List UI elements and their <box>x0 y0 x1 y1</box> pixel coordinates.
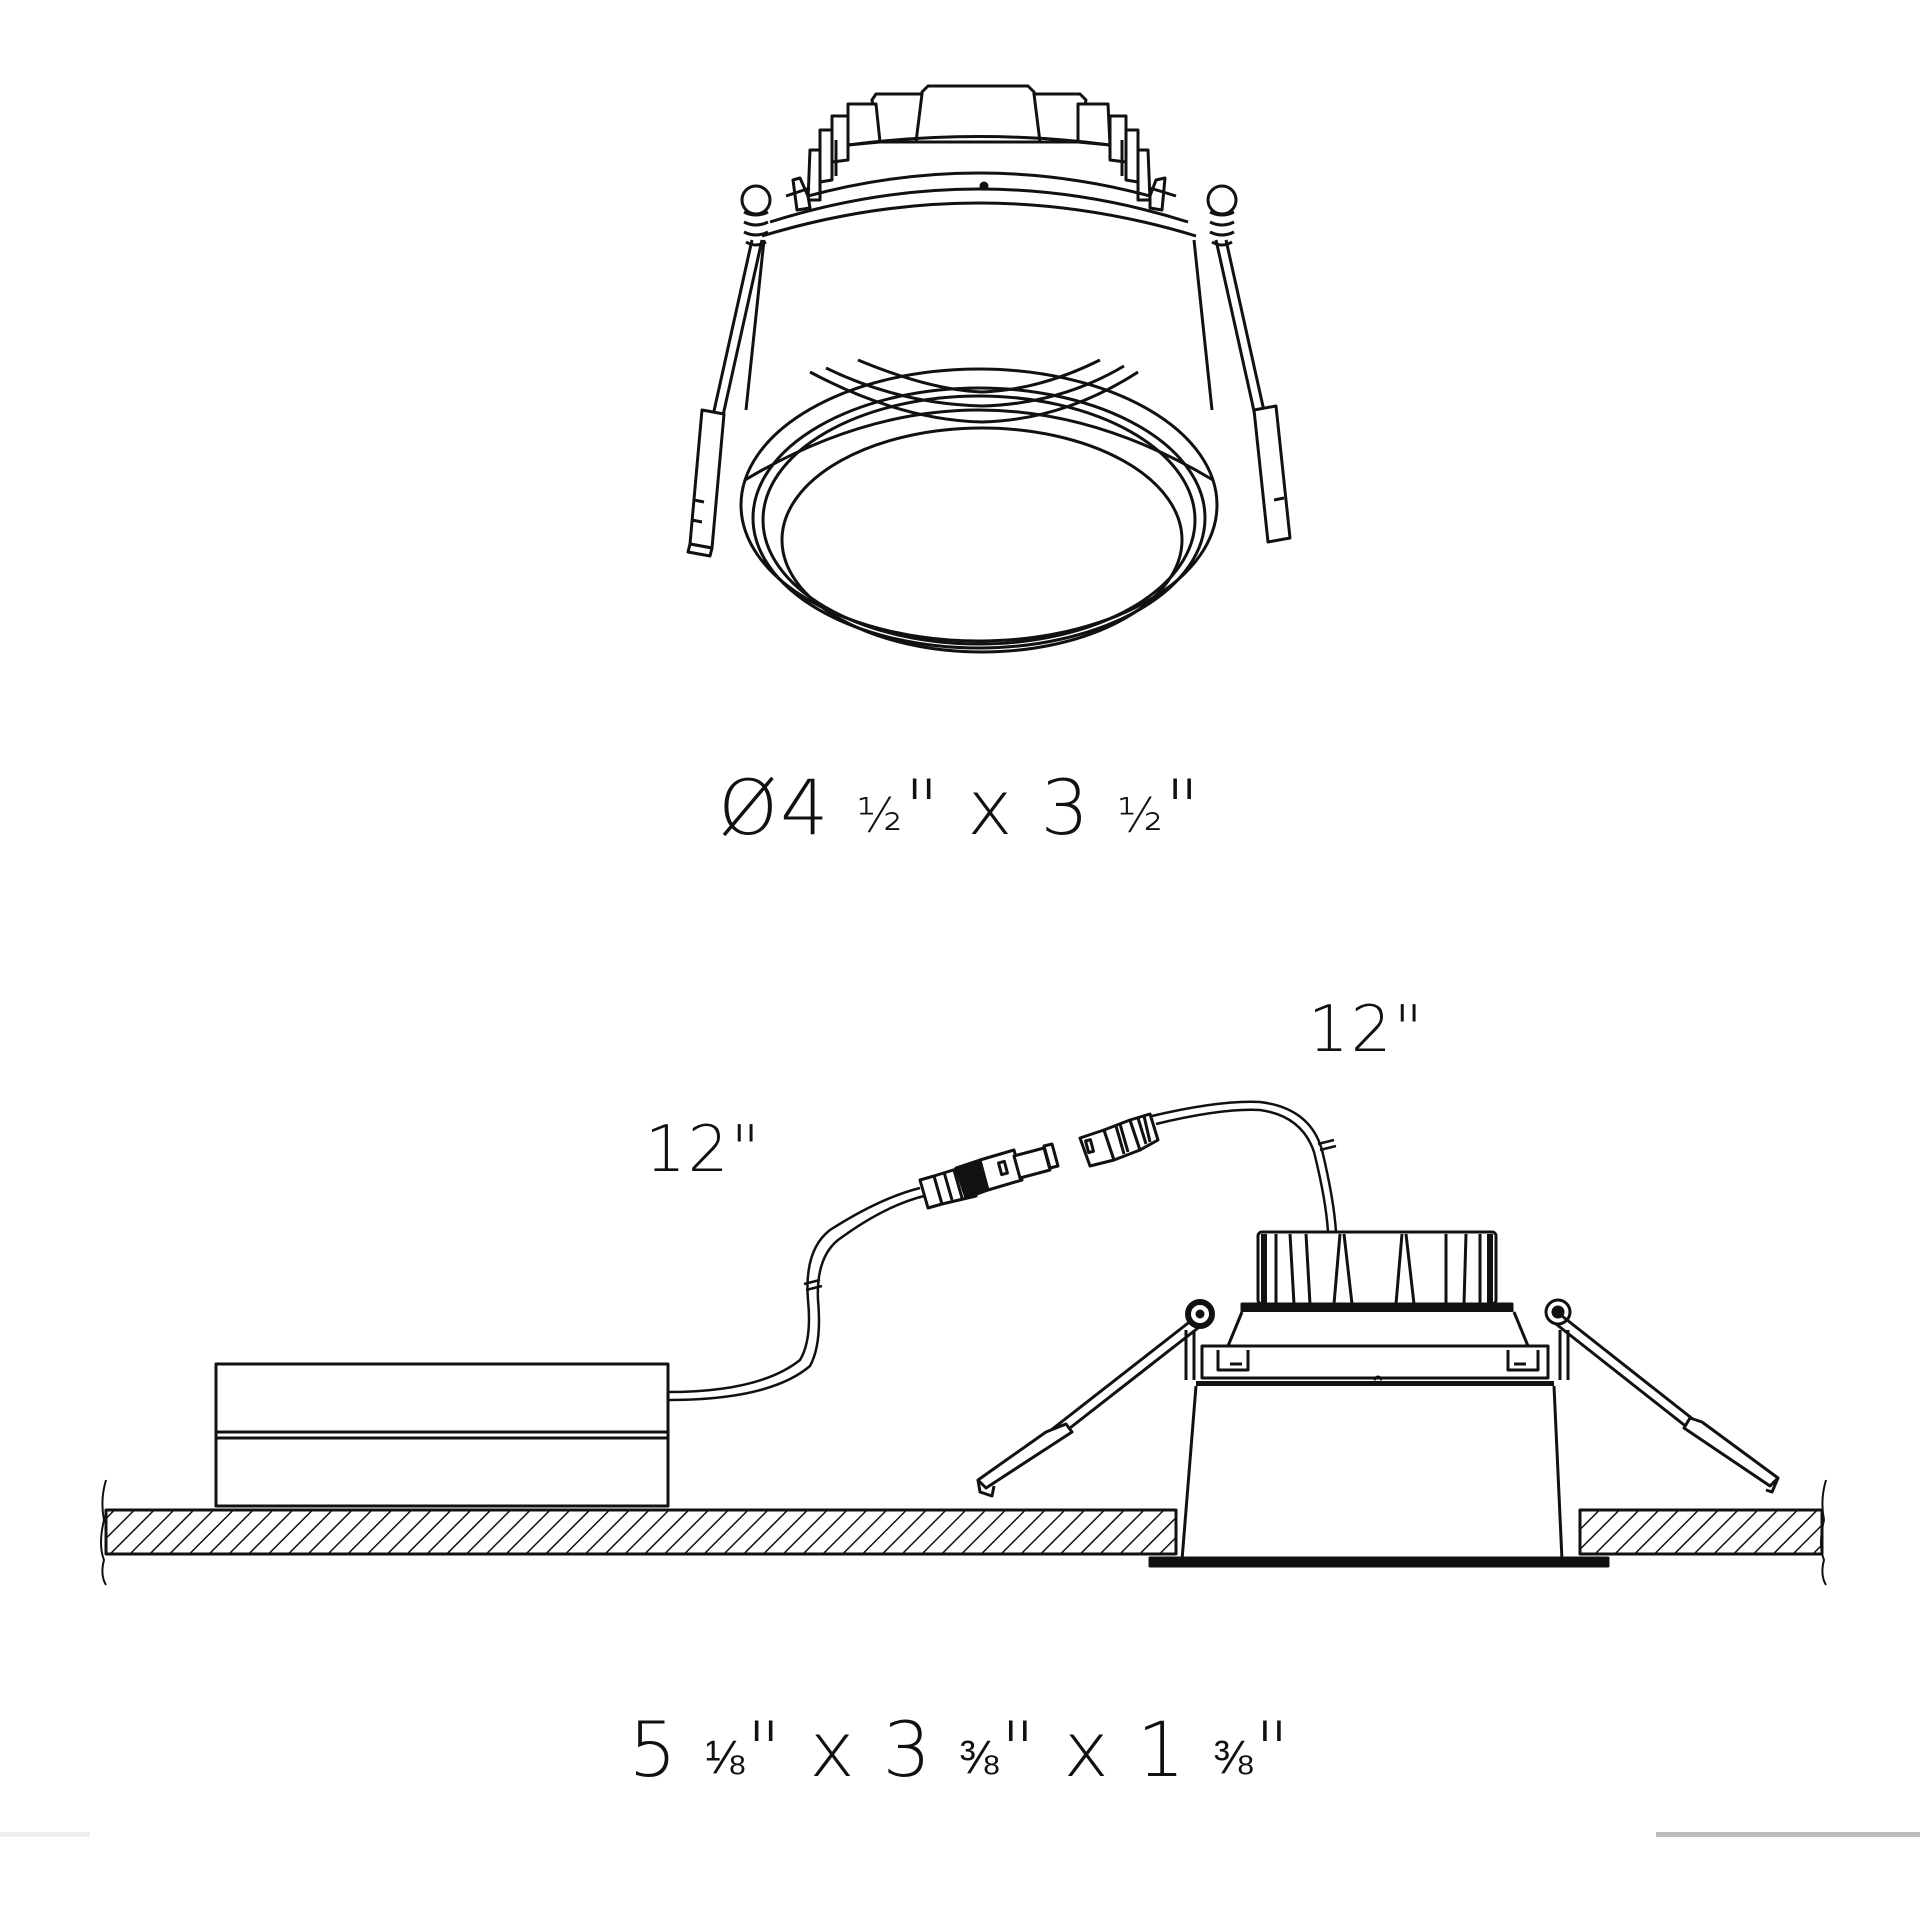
spring-clip-right-icon <box>1206 184 1292 544</box>
driver-dimensions-label: 5 ⅛" x 3 ⅜" x 1 ⅜" <box>0 1712 1920 1788</box>
edge-artifact-left <box>0 1832 90 1837</box>
driver-box-icon <box>214 1362 670 1508</box>
width-fraction: ⅜ <box>959 1730 1001 1786</box>
height-whole: 1 <box>1136 1705 1188 1794</box>
inch-mark: " <box>1164 763 1202 852</box>
spring-clip-side-right-icon <box>1544 1298 1780 1494</box>
height-fraction: ½ <box>1117 788 1165 844</box>
cable-length-fixture-side-label: 12" <box>1308 993 1425 1067</box>
heatsink-icon <box>806 84 1152 202</box>
height-fraction: ⅜ <box>1213 1730 1255 1786</box>
perspective-view <box>686 84 1292 654</box>
separator: x <box>1063 1705 1111 1794</box>
diameter-whole: 4 <box>780 763 831 852</box>
height-whole: 3 <box>1040 763 1091 852</box>
fixture-dimensions-label: Ø4 ½" x 3 ½" <box>0 770 1920 846</box>
cable-length-driver-side-label: 12" <box>645 1113 762 1187</box>
separator: x <box>967 763 1015 852</box>
trim-ring-icon <box>739 358 1219 654</box>
width-whole: 3 <box>882 1705 933 1794</box>
separator: x <box>809 1705 857 1794</box>
male-connector-icon <box>918 1142 1060 1210</box>
cable-fixture-side-icon <box>1151 1100 1338 1233</box>
spring-clip-left-icon <box>686 184 772 558</box>
length-whole: 5 <box>628 1705 679 1794</box>
length-fraction: ⅛ <box>705 1730 747 1786</box>
spring-clip-side-left-icon <box>976 1299 1215 1498</box>
installation-side-view <box>100 1100 1827 1586</box>
edge-artifact-right <box>1656 1832 1920 1837</box>
inch-mark: " <box>1000 1705 1038 1794</box>
cable-driver-side-icon <box>667 1186 925 1402</box>
diameter-symbol: Ø <box>718 763 781 852</box>
fixture-side-icon <box>1148 1230 1610 1568</box>
inch-mark: " <box>1254 1705 1292 1794</box>
diameter-fraction: ½ <box>856 788 905 844</box>
inch-mark: " <box>904 763 942 852</box>
female-connector-icon <box>1078 1112 1160 1168</box>
ceiling-section-icon <box>100 1479 1827 1586</box>
inch-mark: " <box>746 1705 784 1794</box>
